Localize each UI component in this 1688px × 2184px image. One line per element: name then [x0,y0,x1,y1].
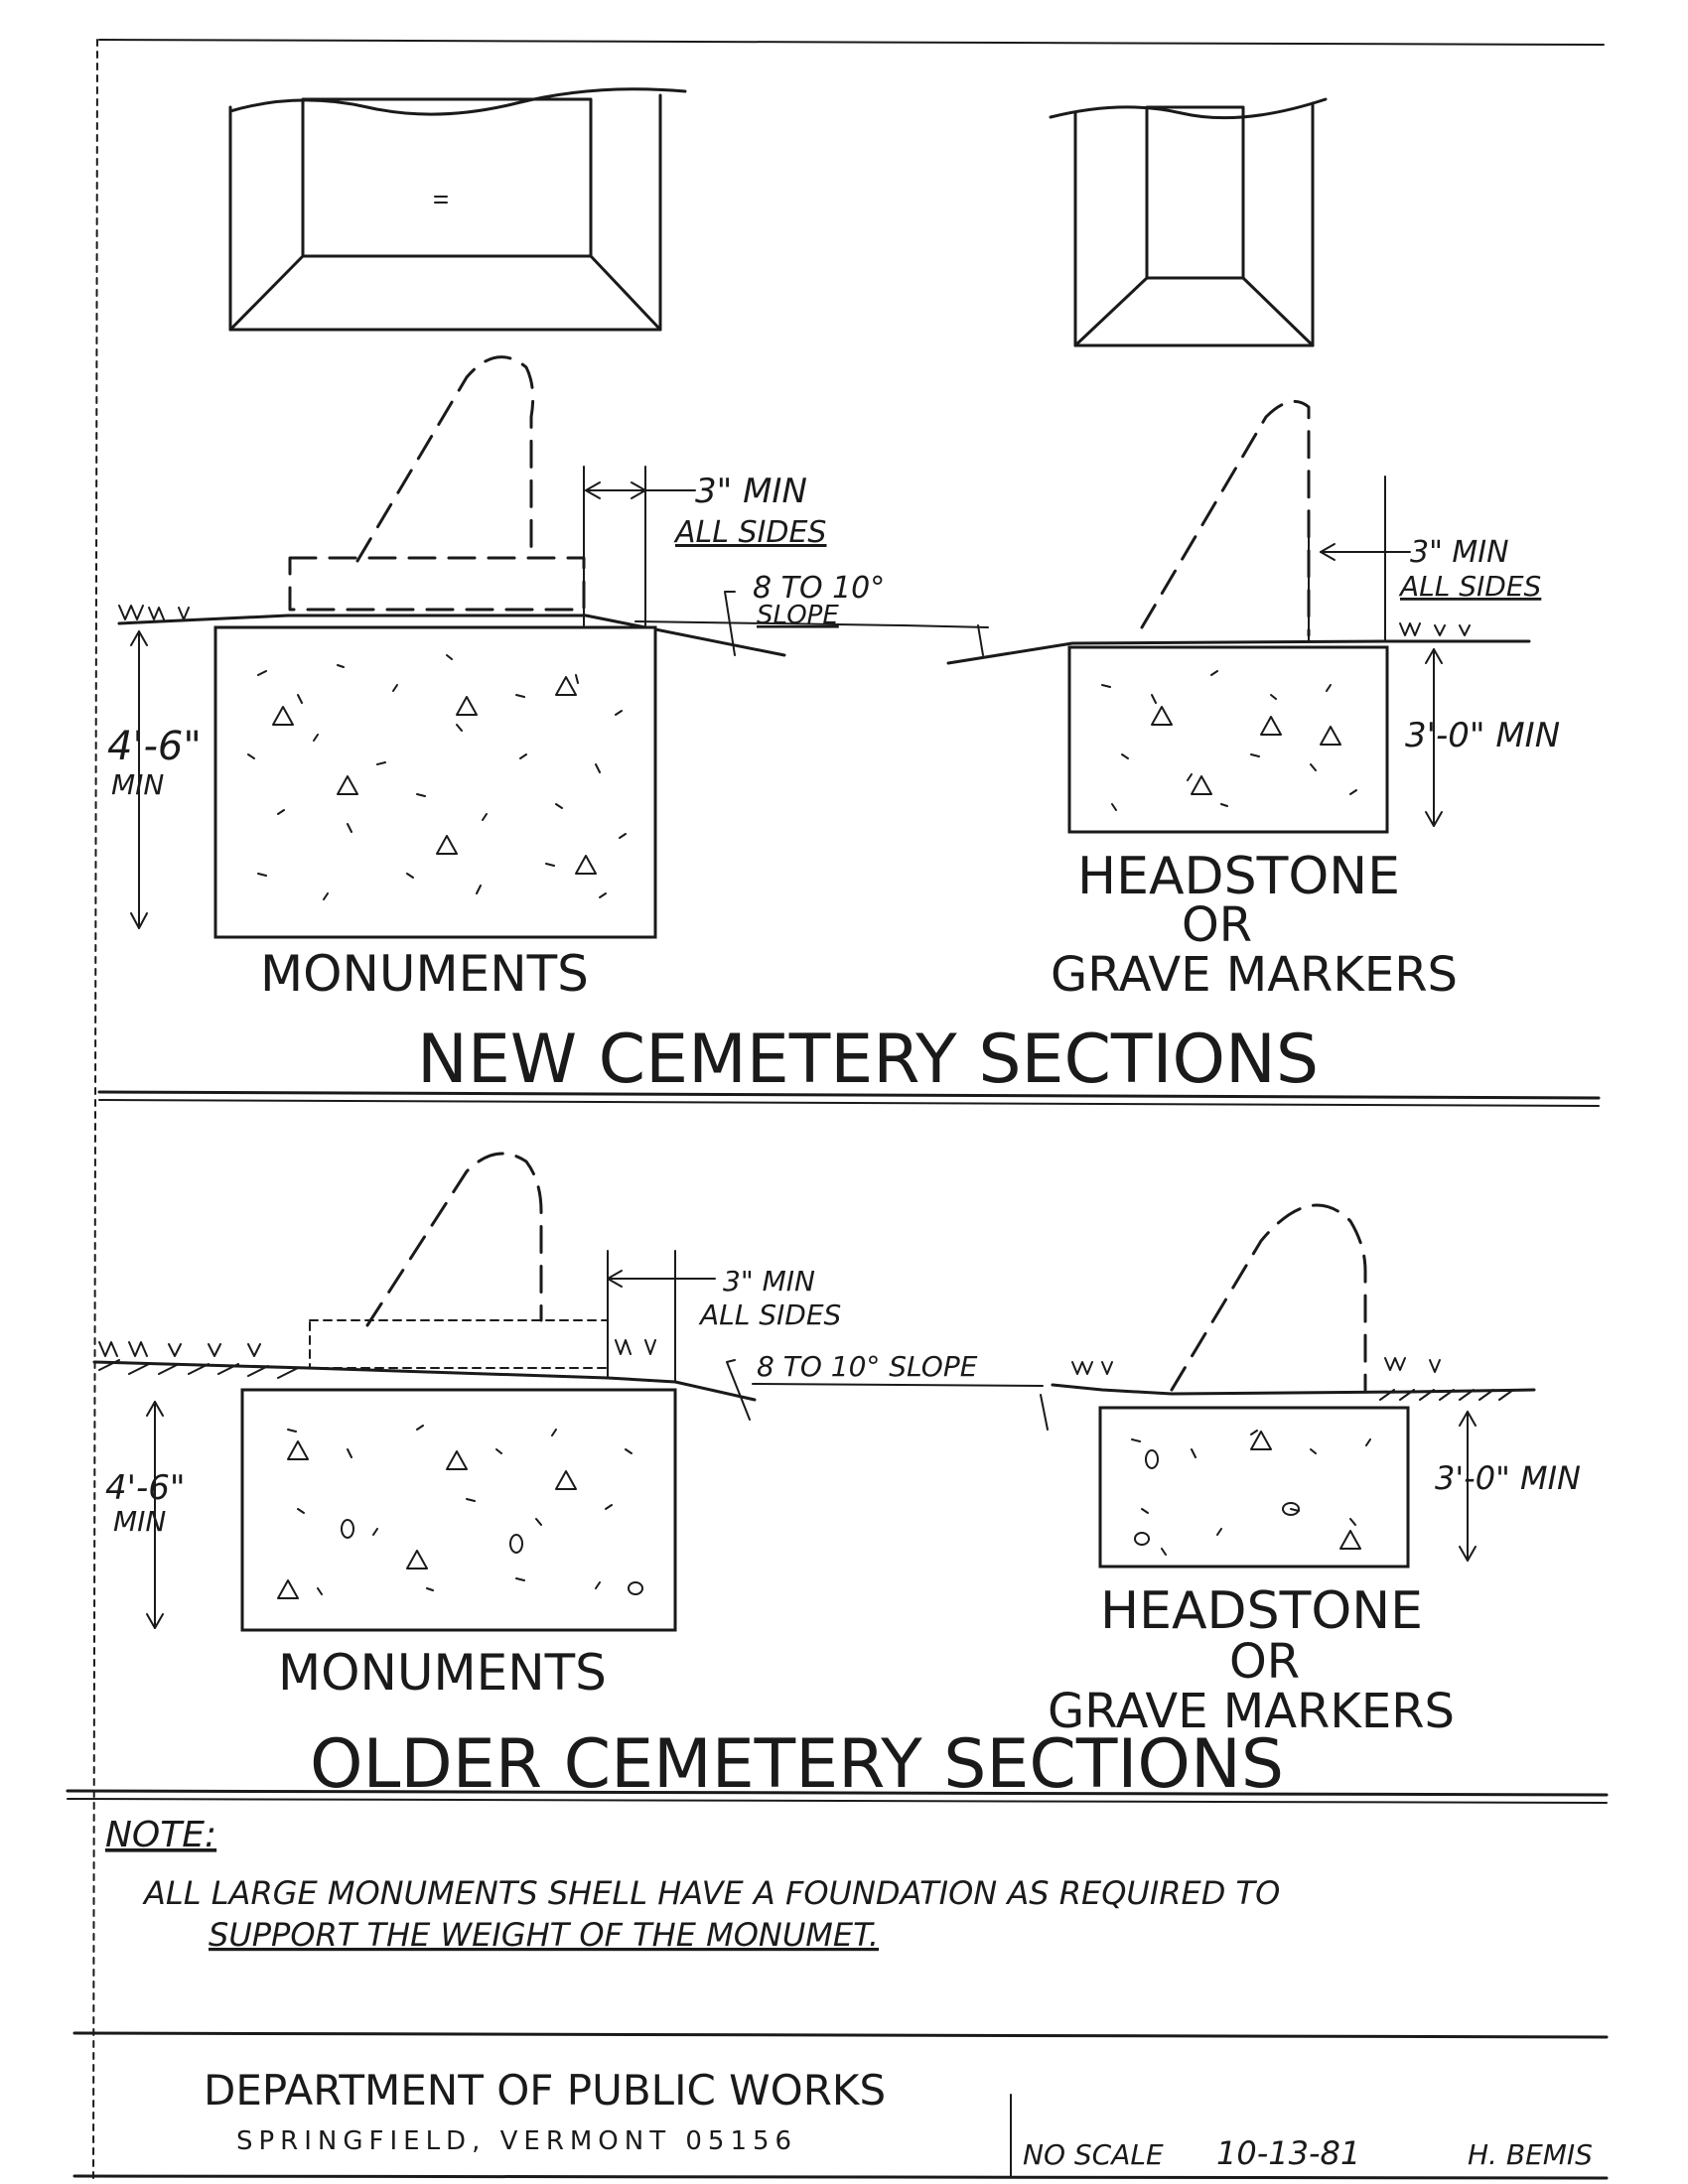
plan-view-monument [228,87,687,332]
older-monument-foundation [240,1388,677,1632]
older-marker-detail: 3'-0" MIN HEADSTONE OR GRAVE MARKERS [1040,1203,1581,1739]
title-drafter: H. BEMIS [1468,2138,1593,2171]
new-marker-label-1: HEADSTONE [1077,847,1400,906]
title-block: DEPARTMENT OF PUBLIC WORKS SPRINGFIELD, … [72,2031,1609,2180]
older-marker-label-1: HEADSTONE [1100,1581,1423,1641]
plan-view-marker [1049,97,1328,347]
title-address: SPRINGFIELD, VERMONT 05156 [236,2126,797,2156]
section-divider-1 [97,1090,1601,1100]
new-marker-clearance-sides: ALL SIDES [1398,570,1541,603]
older-monument-slope: 8 TO 10° SLOPE [757,1350,978,1383]
new-marker-foundation [1067,645,1389,834]
new-marker-label-3: GRAVE MARKERS [1051,947,1458,1003]
older-marker-label-2: OR [1229,1634,1300,1690]
older-monument-depth: 4'-6" [105,1468,186,1508]
concrete-aggregate [247,654,627,900]
new-monument-detail: 4'-6" MIN 3" MIN ALL SIDES 8 TO 10° SLOP… [107,355,989,1003]
older-marker-depth: 3'-0" MIN [1435,1459,1581,1497]
older-marker-label-3: GRAVE MARKERS [1048,1684,1455,1739]
older-monument-detail: 4'-6" MIN 3" MIN ALL SIDES 8 TO 10° SLOP… [92,1152,1044,1702]
new-marker-detail: 3'-0" MIN 3" MIN ALL SIDES HEADSTONE OR … [946,399,1560,1003]
new-marker-label-2: OR [1182,897,1252,953]
older-monument-depth-min: MIN [113,1505,166,1538]
older-monument-label: MONUMENTS [278,1644,607,1702]
note-heading: NOTE: [105,1815,216,1855]
new-monument-depth-min: MIN [111,768,164,801]
new-monument-label: MONUMENTS [260,945,589,1003]
new-marker-depth: 3'-0" MIN [1405,716,1560,755]
title-scale: NO SCALE [1023,2138,1164,2171]
new-monument-foundation [213,625,657,939]
note-line-2: SUPPORT THE WEIGHT OF THE MONUMET. [209,1916,879,1954]
older-marker-foundation [1098,1406,1410,1569]
new-monument-slope: 8 TO 10° [753,571,885,606]
older-monument-clearance-sides: ALL SIDES [698,1298,841,1331]
title-date: 10-13-81 [1216,2134,1360,2172]
new-section-title: NEW CEMETERY SECTIONS [417,1021,1319,1099]
note-line-1: ALL LARGE MONUMENTS SHELL HAVE A FOUNDAT… [142,1874,1280,1912]
new-monument-slope-word: SLOPE [757,601,839,630]
older-monument-clearance: 3" MIN [723,1265,815,1297]
new-monument-depth: 4'-6" [107,724,202,769]
new-monument-clearance-sides: ALL SIDES [673,515,826,550]
note-block: NOTE: ALL LARGE MONUMENTS SHELL HAVE A F… [105,1815,1280,1954]
sheet-border [92,39,1605,2180]
new-marker-clearance: 3" MIN [1410,535,1509,570]
new-monument-clearance: 3" MIN [695,472,807,511]
section-divider-2 [66,1789,1609,1797]
title-department: DEPARTMENT OF PUBLIC WORKS [204,2066,886,2115]
